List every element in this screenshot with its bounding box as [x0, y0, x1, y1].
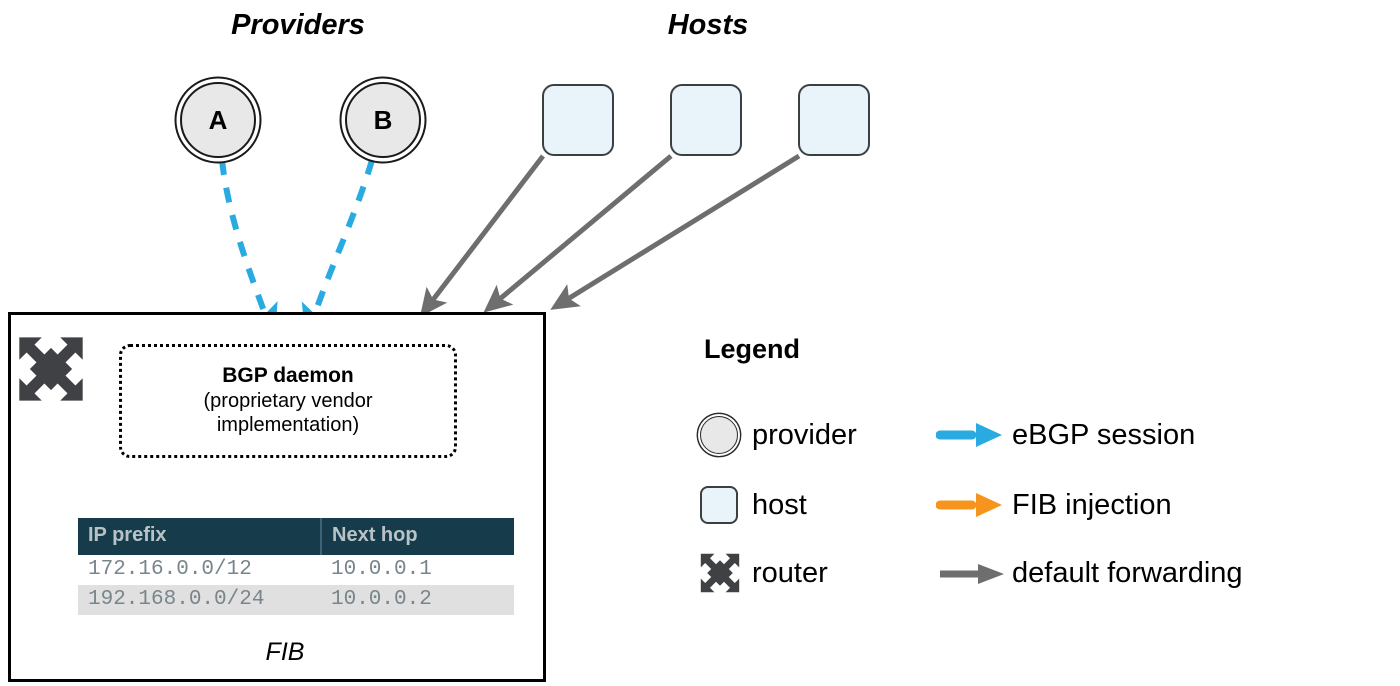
bgp-daemon-subtitle-line-2: implementation)	[216, 414, 360, 437]
fib-table: IP prefix Next hop 172.16.0.0/12 10.0.0.…	[78, 518, 514, 615]
provider-node-b-label: B	[373, 105, 393, 135]
legend-label-fib-injection: FIB injection	[1012, 488, 1172, 521]
legend-label-default-forwarding: default forwarding	[1012, 556, 1243, 589]
arrow-right-icon	[936, 491, 1012, 519]
fib-cell-prefix: 172.16.0.0/12	[88, 558, 252, 581]
bgp-daemon-box[interactable]: BGP daemon (proprietary vendor implement…	[119, 344, 457, 458]
fib-column-header-next-hop: Next hop	[320, 518, 514, 555]
fib-table-header-row: IP prefix Next hop	[78, 518, 514, 555]
host-node-2[interactable]	[670, 84, 742, 156]
provider-circle-icon	[700, 416, 752, 454]
fib-column-header-ip-prefix: IP prefix	[78, 518, 321, 555]
fib-cell-next-hop: 10.0.0.2	[321, 585, 514, 615]
host-node-1[interactable]	[542, 84, 614, 156]
provider-node-a-label: A	[208, 105, 228, 135]
arrow-right-icon	[936, 559, 1012, 587]
legend-label-ebgp-session: eBGP session	[1012, 418, 1196, 451]
fib-cell-next-hop: 10.0.0.1	[331, 558, 432, 581]
legend-item-router: router	[700, 550, 828, 596]
bgp-daemon-subtitle-line-1: (proprietary vendor	[203, 389, 373, 412]
legend-label-router: router	[752, 556, 828, 589]
fib-caption: FIB	[265, 638, 305, 666]
legend-title: Legend	[704, 334, 801, 364]
hosts-section-title: Hosts	[667, 9, 749, 41]
legend-label-provider: provider	[752, 418, 857, 451]
host-square-icon	[700, 486, 752, 524]
legend-item-ebgp-session: eBGP session	[936, 412, 1195, 458]
fib-cell-prefix: 192.168.0.0/24	[78, 585, 321, 615]
router-cross-arrows-icon	[18, 336, 84, 402]
arrow-right-icon	[936, 421, 1012, 449]
legend-label-host: host	[752, 488, 807, 521]
bgp-daemon-title: BGP daemon	[222, 363, 354, 387]
legend-item-host: host	[700, 482, 807, 528]
forwarding-host-1-link	[419, 154, 545, 317]
forwarding-host-3-link	[550, 153, 801, 310]
fib-table-row: 172.16.0.0/12 10.0.0.1	[78, 555, 514, 585]
fib-table-row: 192.168.0.0/24 10.0.0.2	[78, 585, 514, 615]
provider-node-a[interactable]: A	[180, 82, 256, 158]
legend-item-default-forwarding: default forwarding	[936, 550, 1243, 596]
legend-item-fib-injection: FIB injection	[936, 482, 1172, 528]
host-node-3[interactable]	[798, 84, 870, 156]
legend-item-provider: provider	[700, 412, 857, 458]
ebgp-session-b-link	[301, 159, 375, 341]
providers-section-title: Providers	[231, 9, 365, 41]
router-cross-arrows-icon	[700, 553, 752, 593]
forwarding-host-2-link	[483, 154, 673, 313]
ebgp-session-a-link	[219, 159, 278, 341]
provider-node-b[interactable]: B	[345, 82, 421, 158]
